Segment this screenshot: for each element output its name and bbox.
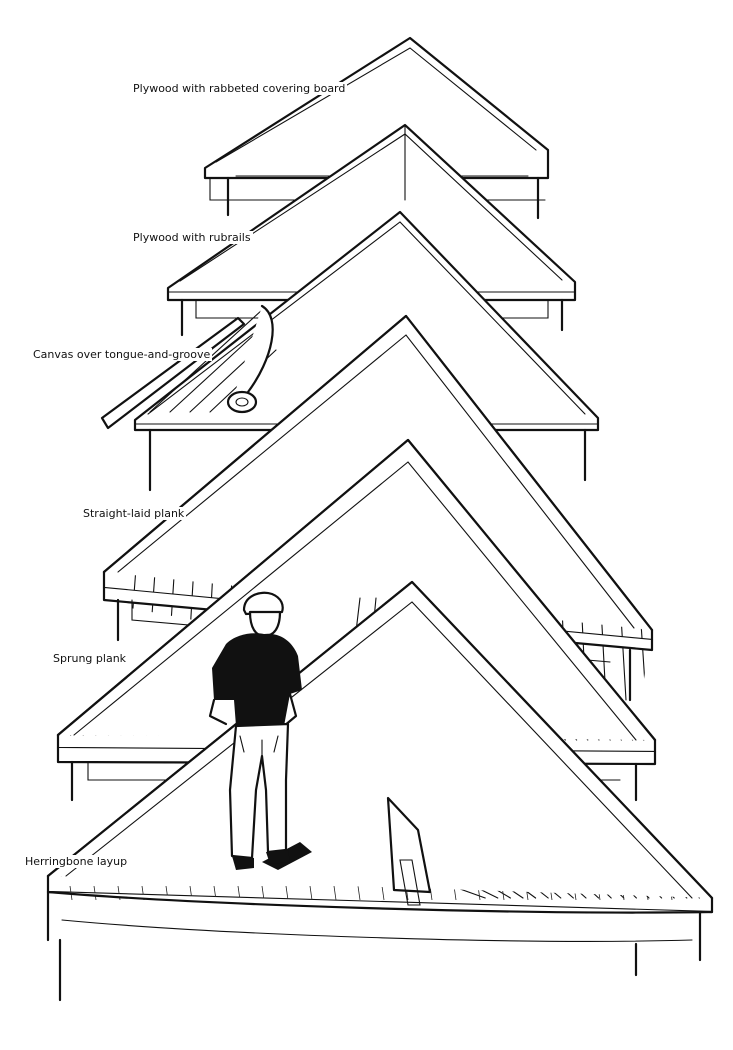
plank-line — [93, 885, 97, 901]
plank-line — [309, 885, 313, 901]
label-rabbeted-covering-board: Plywood with rabbeted covering board — [131, 82, 348, 95]
plank-line — [261, 885, 265, 901]
plank-line — [285, 885, 289, 901]
plank-line — [333, 885, 337, 901]
label-straight-laid-plank: Straight-laid plank — [81, 507, 187, 520]
standing-man-figure — [208, 591, 312, 870]
deck-rabbeted-covering-board — [203, 36, 550, 220]
plank-line — [381, 885, 385, 901]
label-plywood-rubrails: Plywood with rubrails — [131, 231, 253, 244]
plank-line — [658, 330, 686, 700]
deck-herringbone-layup — [46, 580, 714, 1002]
label-canvas-tongue-groove: Canvas over tongue-and-groove — [31, 348, 213, 361]
plank-line — [237, 885, 241, 901]
label-sprung-plank: Sprung plank — [51, 652, 129, 665]
label-herringbone-layup: Herringbone layup — [23, 855, 130, 868]
plank-line — [357, 885, 361, 901]
deck-canvas-tongue-groove — [100, 210, 600, 492]
